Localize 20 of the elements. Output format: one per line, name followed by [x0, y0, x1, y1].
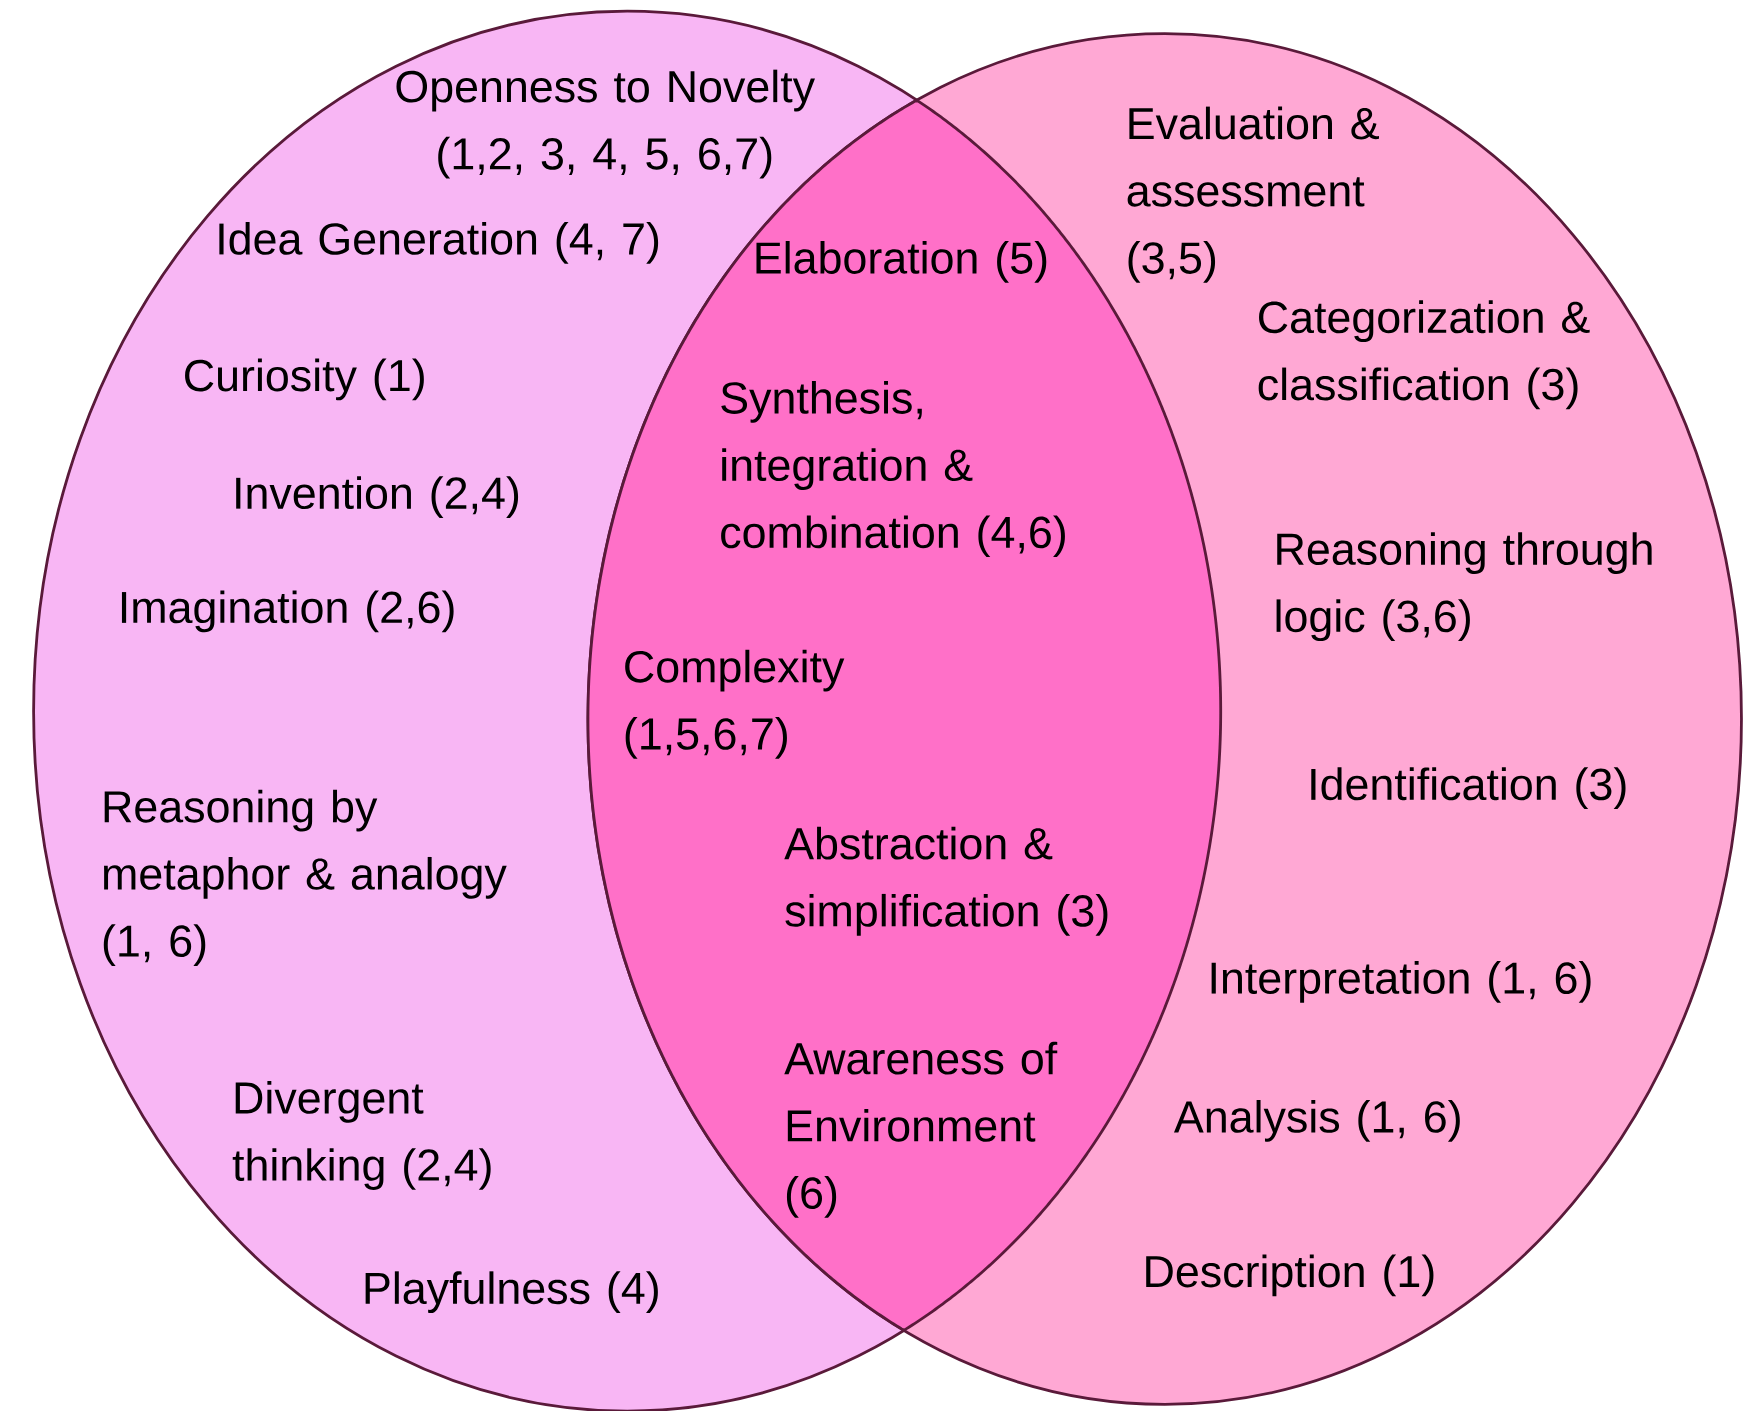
term-label: Synthesis, integration & combination (4,6)	[721, 380, 1065, 558]
term-label: Evaluation & assessment (3,5)	[1127, 106, 1379, 283]
term-label: Interpretation (1, 6)	[1211, 961, 1591, 1003]
term-label: Playfulness (4)	[365, 1271, 658, 1314]
term-label: Analysis (1, 6)	[1174, 1099, 1460, 1142]
term-label: Imagination (2,6)	[121, 590, 454, 633]
term-label: Complexity (1,5,6,7)	[625, 649, 845, 759]
term-label: Openness to Novelty (1,2, 3, 4, 5, 6,7)	[396, 69, 815, 179]
term-label: Invention (2,4)	[236, 476, 519, 518]
term-label: Categorization & classification (3)	[1258, 300, 1590, 410]
term-label: Description (1)	[1146, 1254, 1434, 1297]
term-label: Identification (3)	[1311, 767, 1626, 810]
term-label: Curiosity (1)	[185, 358, 424, 401]
term-label: Reasoning by metaphor & analogy (1, 6)	[103, 789, 507, 966]
term-label: Idea Generation (4, 7)	[219, 221, 659, 264]
term-label: Reasoning through logic (3,6)	[1276, 532, 1652, 642]
term-label: Elaboration (5)	[756, 240, 1047, 283]
term-label: Divergent thinking (2,4)	[232, 1080, 491, 1190]
term-label: Awareness of Environment (6)	[784, 1041, 1058, 1218]
term-label: Abstraction & simplification (3)	[784, 826, 1108, 936]
